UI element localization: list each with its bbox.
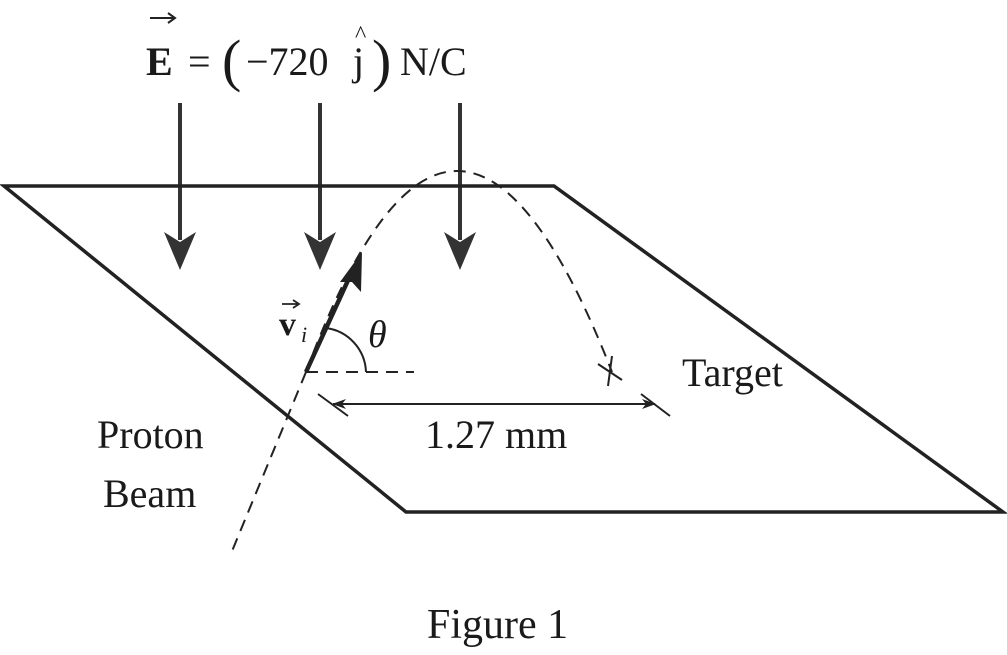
distance-label: 1.27 mm — [425, 412, 567, 457]
landing-mark — [597, 355, 623, 387]
velocity-arrow-accent — [282, 299, 301, 309]
velocity-subscript: i — [301, 322, 307, 347]
field-close-paren: ) — [372, 28, 391, 93]
field-vector-arrow — [150, 12, 177, 24]
velocity-label: v i — [279, 299, 307, 347]
dimension-tick-left — [317, 393, 349, 417]
figure-caption: Figure 1 — [427, 602, 568, 648]
field-open-paren: ( — [222, 28, 241, 93]
proton-beam-path — [229, 371, 307, 557]
distance-dimension — [317, 393, 671, 417]
dimension-tick-right — [640, 393, 671, 417]
field-arrow-left — [164, 103, 196, 270]
beam-label-line1: Proton — [97, 412, 204, 457]
field-value: −720 — [246, 39, 329, 84]
target-label: Target — [682, 350, 783, 395]
velocity-vector — [303, 252, 362, 373]
beam-label-line2: Beam — [103, 471, 196, 516]
angle-arc — [325, 327, 367, 373]
unit-vector-hat: ^ — [355, 22, 366, 48]
field-vector-symbol: E — [146, 39, 173, 84]
target-plane — [0, 184, 1007, 514]
velocity-symbol: v — [279, 306, 296, 343]
field-equals: = — [188, 39, 211, 84]
angle-label: θ — [368, 314, 387, 356]
field-arrow-middle — [304, 103, 336, 270]
field-equation: E = ( −720 j ^ ) N/C — [146, 12, 467, 93]
field-unit-vector: j — [351, 39, 364, 84]
field-units: N/C — [400, 39, 467, 84]
